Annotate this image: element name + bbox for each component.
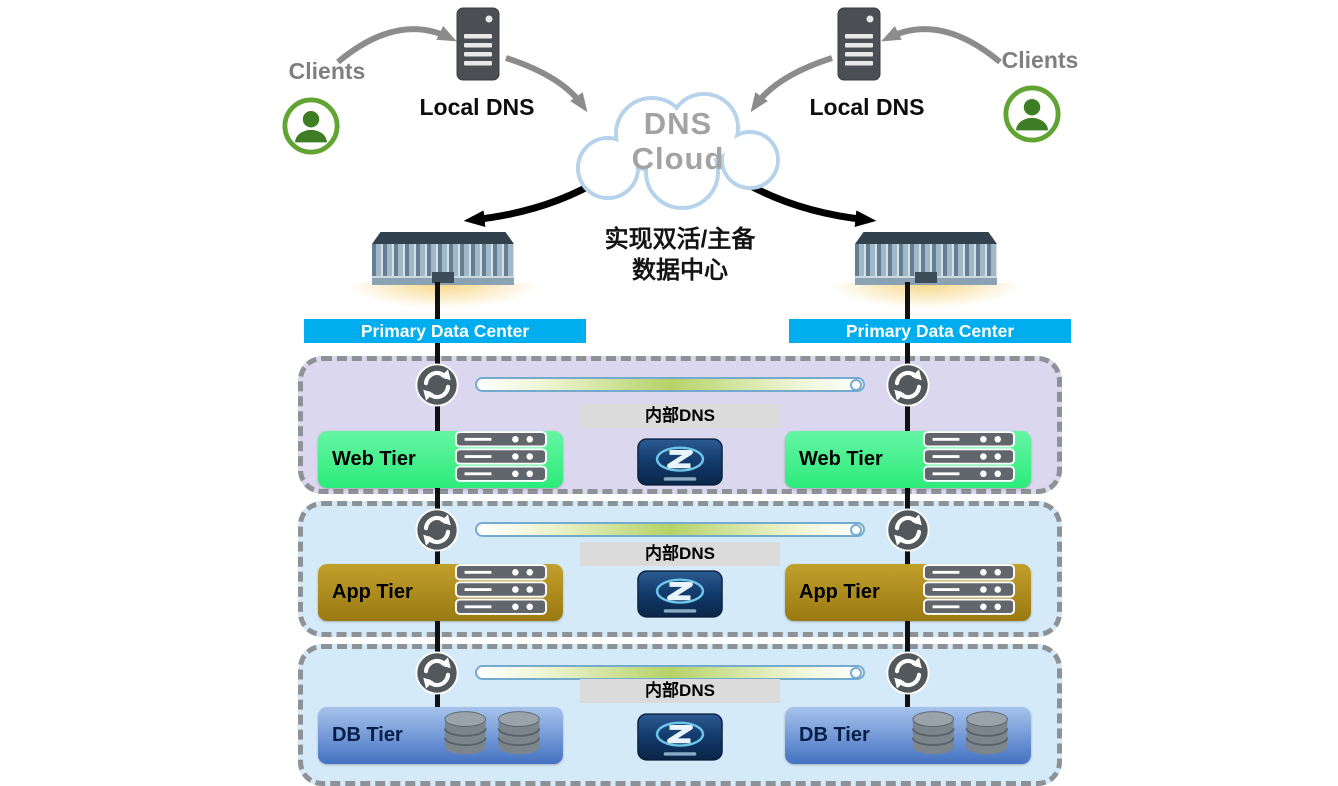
clients-label-left: Clients (288, 58, 366, 84)
sync-icon (415, 651, 459, 695)
primary-datacenter-label-right: Primary Data Center (789, 319, 1071, 343)
client-person-icon (282, 97, 340, 155)
cloud-label-line2: Cloud (631, 141, 725, 176)
clients-label-right: Clients (1001, 47, 1079, 73)
sync-icon (886, 651, 930, 695)
center-caption: 实现双活/主备 数据中心 (555, 224, 805, 286)
db-tier-section: 内部DNS DB Tier (298, 644, 1062, 786)
server-stack-icon (923, 564, 1015, 621)
caption-line2: 数据中心 (632, 257, 728, 284)
db-tier-box-right: DB Tier (785, 707, 1031, 764)
server-stack-icon (923, 431, 1015, 488)
datacenter-building-icon (346, 226, 540, 309)
tier-label: DB Tier (799, 724, 870, 746)
zdns-appliance-icon (637, 713, 723, 761)
sync-icon (886, 363, 930, 407)
db-tier-box-left: DB Tier (318, 707, 563, 764)
zdns-appliance-icon (637, 570, 723, 618)
tier-label: Web Tier (799, 448, 883, 470)
web-tier-box-left: Web Tier (318, 431, 563, 488)
local-dns-server-icon (836, 6, 882, 82)
app-tier-box-right: App Tier (785, 564, 1031, 621)
server-stack-icon (455, 431, 547, 488)
replication-bar (475, 522, 865, 537)
building-glow (829, 283, 1023, 309)
internal-dns-label: 内部DNS (580, 542, 780, 566)
building-glow (346, 283, 540, 309)
primary-datacenter-label-left: Primary Data Center (304, 319, 586, 343)
tier-label: Web Tier (332, 448, 416, 470)
server-stack-icon (455, 564, 547, 621)
client-person-icon (1003, 85, 1061, 143)
app-tier-box-left: App Tier (318, 564, 563, 621)
sync-icon (886, 508, 930, 552)
tier-label: DB Tier (332, 724, 403, 746)
tier-label: App Tier (332, 581, 413, 603)
replication-bar (475, 377, 865, 392)
local-dns-server-icon (455, 6, 501, 82)
app-tier-section: 内部DNS App Tier (298, 501, 1062, 637)
database-icon (907, 708, 1015, 763)
local-dns-label-left: Local DNS (419, 94, 535, 120)
internal-dns-label: 内部DNS (580, 679, 780, 703)
cloud-label-line1: DNS (643, 106, 713, 141)
sync-icon (415, 363, 459, 407)
datacenter-building-icon (829, 226, 1023, 309)
tier-label: App Tier (799, 581, 880, 603)
dns-cloud: DNS Cloud (562, 84, 794, 216)
zdns-appliance-icon (637, 438, 723, 486)
internal-dns-label: 内部DNS (580, 404, 780, 428)
web-tier-section: 内部DNS Web Tier (298, 356, 1062, 494)
replication-bar (475, 665, 865, 680)
dns-cloud-icon (576, 92, 780, 210)
sync-icon (415, 508, 459, 552)
web-tier-box-right: Web Tier (785, 431, 1031, 488)
local-dns-label-right: Local DNS (809, 94, 925, 120)
caption-line1: 实现双活/主备 (604, 226, 756, 253)
client-to-dns-arrow-right (881, 25, 1002, 65)
database-icon (439, 708, 547, 763)
